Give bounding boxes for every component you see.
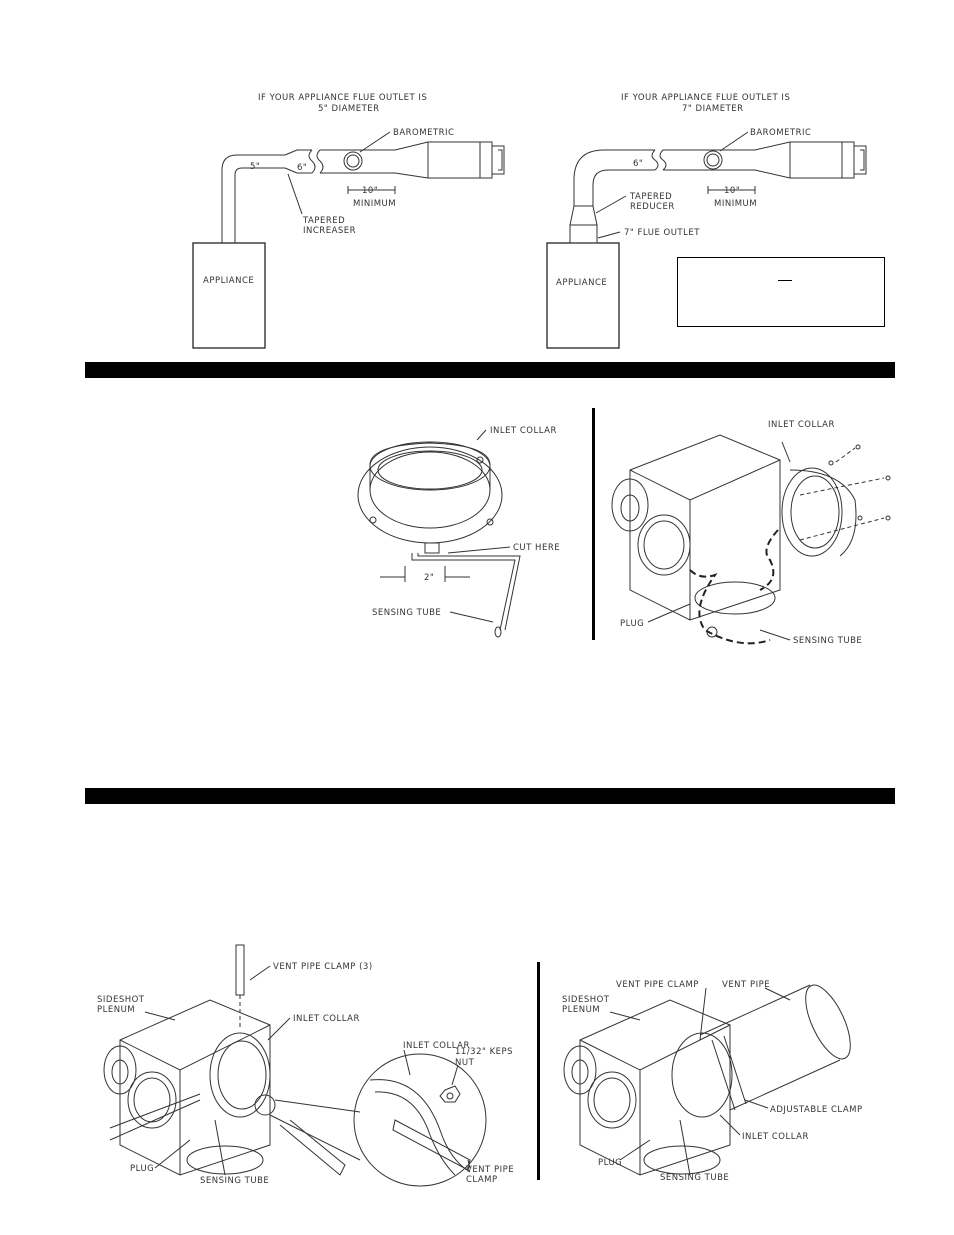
vent-pipe-clamp-label-right: VENT PIPE CLAMP bbox=[616, 980, 699, 990]
chimney-connector bbox=[394, 141, 481, 179]
plug bbox=[706, 626, 718, 638]
sensing-tube-label-fig3: SENSING TUBE bbox=[200, 1176, 269, 1186]
pipe-6-label: 6" bbox=[297, 163, 307, 173]
flue-outlet-label: 7" FLUE OUTLET bbox=[624, 228, 700, 238]
appliance-label: APPLIANCE bbox=[203, 276, 254, 286]
vent-pipe-label: VENT PIPE bbox=[722, 980, 770, 990]
figure3-left: VENT PIPE CLAMP (3) SIDESHOT PLENUM INLE… bbox=[97, 944, 514, 1187]
flue-elbow bbox=[221, 154, 285, 243]
increaser-label-2: INCREASER bbox=[303, 226, 356, 236]
inlet-collar-label-right-fig3: INLET COLLAR bbox=[742, 1132, 809, 1142]
sensing-tube bbox=[411, 553, 516, 631]
keps-nut-label-1: 11/32" KEPS bbox=[455, 1047, 513, 1057]
fig1-left-heading-line1: IF YOUR APPLIANCE FLUE OUTLET IS bbox=[258, 93, 427, 103]
plug-label-fig3: PLUG bbox=[130, 1164, 154, 1174]
minimum-label-right: MINIMUM bbox=[714, 199, 757, 209]
sensing-tube-label-right: SENSING TUBE bbox=[793, 636, 862, 646]
sensing-tube-path bbox=[689, 529, 779, 645]
figure1-right: IF YOUR APPLIANCE FLUE OUTLET IS 7" DIAM… bbox=[546, 93, 867, 349]
inlet-collar-detail-label: INLET COLLAR bbox=[403, 1041, 470, 1051]
appliance-box-right bbox=[546, 242, 620, 349]
detail-circle bbox=[353, 1053, 487, 1187]
dimension-10 bbox=[347, 186, 396, 194]
plenum-box-right bbox=[579, 999, 731, 1176]
reducer-label-1: TAPERED bbox=[629, 192, 672, 202]
sensing-tube-label: SENSING TUBE bbox=[372, 608, 441, 618]
pipe-5-label: 5" bbox=[250, 162, 260, 172]
vent-pipe bbox=[699, 984, 841, 1111]
adjustable-clamp-label: ADJUSTABLE CLAMP bbox=[770, 1105, 863, 1115]
plenum-box bbox=[629, 434, 781, 621]
keps-nut-label-2: NUT bbox=[455, 1058, 475, 1068]
sideshot-label-right-1: SIDESHOT bbox=[562, 995, 610, 1005]
sideshot-label-1: SIDESHOT bbox=[97, 995, 145, 1005]
figure3-right: SIDESHOT PLENUM VENT PIPE CLAMP VENT PIP… bbox=[562, 980, 863, 1183]
vent-pipe-clamp-3-label: VENT PIPE CLAMP (3) bbox=[273, 962, 373, 972]
barometric-label: BAROMETRIC bbox=[393, 128, 455, 138]
sensing-tube-label-right-fig3: SENSING TUBE bbox=[660, 1173, 729, 1183]
plenum-box-fig3 bbox=[119, 999, 271, 1176]
fig1-left-heading-line2: 5" DIAMETER bbox=[318, 104, 380, 114]
inlet-collar-fig3 bbox=[209, 1032, 271, 1118]
inlet-collar-label: INLET COLLAR bbox=[490, 426, 557, 436]
divider-figure3 bbox=[537, 962, 540, 1180]
dim-2-label: 2" bbox=[424, 573, 434, 583]
pressure-switch bbox=[637, 514, 691, 576]
plug-label: PLUG bbox=[620, 619, 644, 629]
figure1-left: IF YOUR APPLIANCE FLUE OUTLET IS 5" DIAM… bbox=[192, 93, 505, 349]
vent-pipe-clamp-label-1: VENT PIPE bbox=[466, 1165, 514, 1175]
note-box bbox=[677, 257, 885, 327]
fig1-right-heading-line1: IF YOUR APPLIANCE FLUE OUTLET IS bbox=[621, 93, 790, 103]
elbow-right bbox=[573, 149, 655, 206]
flue-outlet-7 bbox=[569, 224, 598, 244]
dim-10-label-right: 10" bbox=[724, 186, 740, 196]
keps-nut bbox=[439, 1085, 461, 1103]
tapered-increaser bbox=[284, 149, 298, 174]
reducer-label-2: REDUCER bbox=[630, 202, 675, 212]
inlet-collar-flange bbox=[357, 446, 503, 544]
appliance-box bbox=[192, 242, 266, 349]
tapered-reducer bbox=[569, 205, 598, 226]
appliance-label-right: APPLIANCE bbox=[556, 278, 607, 288]
divider-figure2 bbox=[592, 408, 595, 640]
pipe-6-label-right: 6" bbox=[633, 159, 643, 169]
increaser-label-1: TAPERED bbox=[302, 216, 345, 226]
inlet-collar-label-right: INLET COLLAR bbox=[768, 420, 835, 430]
section-bar-2 bbox=[85, 788, 895, 804]
dimension-2 bbox=[380, 566, 470, 582]
pipe-6 bbox=[297, 149, 312, 174]
dim-10-label: 10" bbox=[362, 186, 378, 196]
inlet-collar-right bbox=[781, 467, 843, 557]
minimum-label: MINIMUM bbox=[353, 199, 396, 209]
vent-pipe-clamp-label-2: CLAMP bbox=[466, 1175, 498, 1185]
plug-label-right-fig3: PLUG bbox=[598, 1158, 622, 1168]
barometric-damper-right bbox=[703, 150, 723, 170]
vent-pipe-clamp-detail bbox=[392, 1119, 471, 1171]
sideshot-label-right-2: PLENUM bbox=[562, 1005, 600, 1015]
barometric-damper bbox=[343, 151, 363, 171]
cut-here-label: CUT HERE bbox=[513, 543, 560, 553]
flue-elbow-inner bbox=[234, 167, 285, 243]
vent-pipe-clamp bbox=[235, 944, 245, 996]
inlet-collar-label-fig3: INLET COLLAR bbox=[293, 1014, 360, 1024]
sideshot-label-2: PLENUM bbox=[97, 1005, 135, 1015]
figure2-left: INLET COLLAR CUT HERE 2" SENSING TUBE bbox=[357, 426, 560, 638]
sensing-port bbox=[424, 542, 440, 554]
fig1-right-heading-line2: 7" DIAMETER bbox=[682, 104, 744, 114]
barometric-label-right: BAROMETRIC bbox=[750, 128, 812, 138]
figure2-right: INLET COLLAR PLUG SENSING TUBE bbox=[611, 420, 891, 646]
section-bar-1 bbox=[85, 362, 895, 378]
